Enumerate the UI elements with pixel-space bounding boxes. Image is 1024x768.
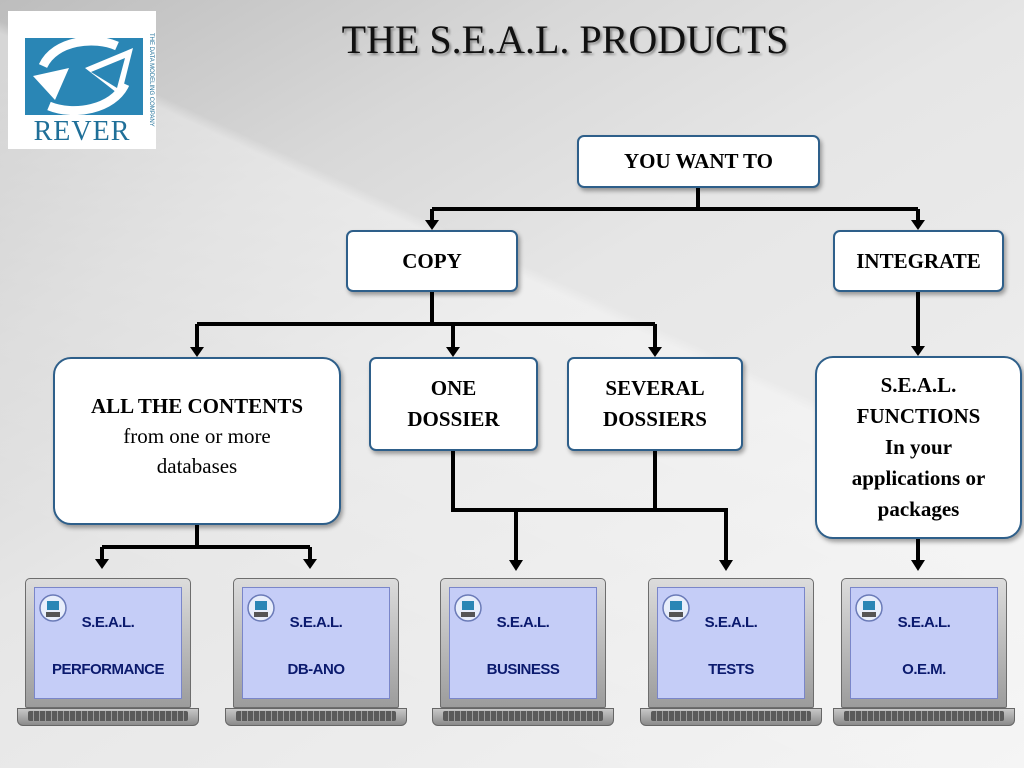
logo-arrows-icon (33, 36, 133, 116)
laptop-lid: S.E.A.L. BUSINESS (440, 578, 606, 708)
product-line1: S.E.A.L. (81, 614, 135, 631)
node-integrate: INTEGRATE (833, 230, 1004, 292)
product-name: TESTS (708, 661, 754, 678)
laptop-screen: S.E.A.L. PERFORMANCE (34, 587, 182, 699)
product-business: S.E.A.L. BUSINESS (432, 578, 622, 748)
laptop-screen: S.E.A.L. O.E.M. (850, 587, 998, 699)
laptop-keyboard (17, 708, 199, 726)
one-dossier-line2: DOSSIER (407, 407, 500, 431)
node-you-want-to-label: YOU WANT TO (624, 149, 773, 173)
laptop-lid: S.E.A.L. DB-ANO (233, 578, 399, 708)
logo-tagline: THE DATA MODELING COMPANY (148, 33, 154, 127)
product-line1: S.E.A.L. (289, 614, 343, 631)
slide-title: THE S.E.A.L. PRODUCTS (341, 17, 789, 62)
product-tests: S.E.A.L. TESTS (640, 578, 830, 748)
one-dossier-line1: ONE (430, 376, 477, 400)
functions-line4: applications or (851, 466, 986, 490)
all-contents-line1: ALL THE CONTENTS (90, 394, 304, 418)
connector-one-dossier (451, 451, 728, 560)
laptop-keyboard (225, 708, 407, 726)
logo-wordmark: REVER (33, 116, 131, 147)
product-performance: S.E.A.L. PERFORMANCE (17, 578, 207, 748)
laptop-screen: S.E.A.L. DB-ANO (242, 587, 390, 699)
laptop-lid: S.E.A.L. O.E.M. (841, 578, 1007, 708)
laptop-lid: S.E.A.L. TESTS (648, 578, 814, 708)
product-db-ano: S.E.A.L. DB-ANO (225, 578, 415, 748)
node-integrate-label: INTEGRATE (856, 248, 981, 273)
product-line1: S.E.A.L. (704, 614, 758, 631)
laptop-keyboard (432, 708, 614, 726)
functions-line2: FUNCTIONS (856, 404, 981, 428)
product-name: O.E.M. (902, 661, 946, 678)
product-name: DB-ANO (287, 661, 346, 678)
node-copy: COPY (346, 230, 518, 292)
laptop-keyboard (833, 708, 1015, 726)
several-dossiers-line1: SEVERAL (605, 376, 705, 400)
functions-line1: S.E.A.L. (880, 373, 957, 397)
functions-line5: packages (877, 497, 960, 521)
laptop-screen: S.E.A.L. TESTS (657, 587, 805, 699)
seal-badge-icon (855, 594, 883, 622)
seal-badge-icon (662, 594, 690, 622)
node-all-contents: ALL THE CONTENTS from one or more databa… (53, 357, 341, 525)
product-line1: S.E.A.L. (897, 614, 951, 631)
product-name: PERFORMANCE (51, 661, 165, 678)
product-line1: S.E.A.L. (496, 614, 550, 631)
node-you-want-to: YOU WANT TO (577, 135, 820, 188)
seal-badge-icon (454, 594, 482, 622)
product-oem: S.E.A.L. O.E.M. (833, 578, 1023, 748)
laptop-keyboard (640, 708, 822, 726)
several-dossiers-line2: DOSSIERS (603, 407, 707, 431)
seal-badge-icon (39, 594, 67, 622)
node-several-dossiers: SEVERAL DOSSIERS (567, 357, 743, 451)
all-contents-line3: databases (156, 454, 238, 478)
product-name: BUSINESS (486, 661, 560, 678)
node-one-dossier: ONE DOSSIER (369, 357, 538, 451)
laptop-lid: S.E.A.L. PERFORMANCE (25, 578, 191, 708)
node-seal-functions: S.E.A.L. FUNCTIONS In your applications … (815, 356, 1022, 539)
node-copy-label: COPY (402, 248, 462, 273)
seal-badge-icon (247, 594, 275, 622)
logo-mark (25, 36, 143, 116)
all-contents-line2: from one or more (123, 424, 271, 448)
company-logo: REVER THE DATA MODELING COMPANY (8, 11, 156, 149)
functions-line3: In your (884, 435, 953, 459)
laptop-screen: S.E.A.L. BUSINESS (449, 587, 597, 699)
